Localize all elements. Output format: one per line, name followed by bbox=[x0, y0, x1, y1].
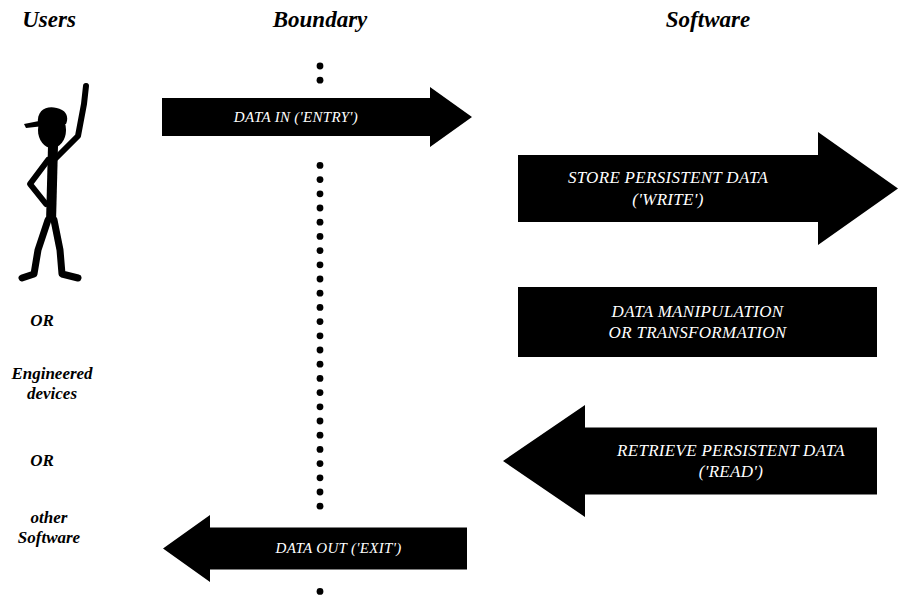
arrow-label: DATA OUT ('EXIT') bbox=[276, 539, 402, 558]
boundary-dot bbox=[317, 290, 324, 297]
actor-label: Engineered devices bbox=[4, 364, 100, 405]
boundary-dot bbox=[317, 375, 324, 382]
text-area: RETRIEVE PERSISTENT DATA ('READ') bbox=[585, 428, 877, 495]
boundary-dot bbox=[317, 261, 324, 268]
arrow-label: DATA MANIPULATION OR TRANSFORMATION bbox=[533, 301, 863, 344]
arrow-fill bbox=[503, 405, 877, 517]
boundary-dot bbox=[317, 247, 324, 254]
arrow-label: RETRIEVE PERSISTENT DATA ('READ') bbox=[593, 440, 869, 483]
boundary-dot bbox=[317, 403, 324, 410]
arrow-fill bbox=[518, 132, 898, 245]
arrow-label: DATA IN ('ENTRY') bbox=[234, 108, 358, 127]
actor-label: other Software bbox=[4, 508, 94, 549]
boundary-dot bbox=[317, 162, 324, 169]
text-area: STORE PERSISTENT DATA ('WRITE') bbox=[518, 155, 818, 222]
boundary-dot bbox=[317, 219, 324, 226]
or-label: OR bbox=[12, 451, 72, 471]
text-area: DATA IN ('ENTRY') bbox=[162, 98, 430, 136]
arrow-shape bbox=[518, 287, 877, 357]
arrow-fill bbox=[162, 87, 472, 147]
text-area: DATA MANIPULATION OR TRANSFORMATION bbox=[518, 287, 877, 357]
boundary-line bbox=[317, 63, 324, 595]
boundary-dot bbox=[317, 77, 324, 84]
entry-arrow: DATA IN ('ENTRY') bbox=[162, 87, 472, 147]
arrow-shape bbox=[518, 132, 898, 245]
or-label: OR bbox=[12, 311, 72, 331]
boundary-dot bbox=[317, 318, 324, 325]
user-figure bbox=[22, 86, 86, 278]
write-arrow: STORE PERSISTENT DATA ('WRITE') bbox=[518, 132, 898, 245]
boundary-dot bbox=[317, 588, 324, 595]
boundary-dot bbox=[317, 347, 324, 354]
text-area: DATA OUT ('EXIT') bbox=[210, 528, 467, 570]
boundary-dot bbox=[317, 63, 324, 70]
boundary-dot bbox=[317, 474, 324, 481]
boundary-dot bbox=[317, 460, 324, 467]
boundary-dot bbox=[317, 418, 324, 425]
arrow-shape bbox=[503, 405, 877, 517]
boundary-dot bbox=[317, 389, 324, 396]
boundary-dot bbox=[317, 276, 324, 283]
boundary-dot bbox=[317, 446, 324, 453]
boundary-dot bbox=[317, 332, 324, 339]
process-box: DATA MANIPULATION OR TRANSFORMATION bbox=[518, 287, 877, 357]
boundary-dot bbox=[317, 176, 324, 183]
boundary-dot bbox=[317, 233, 324, 240]
column-heading: Users bbox=[4, 6, 94, 34]
boundary-dot bbox=[317, 432, 324, 439]
boundary-dot bbox=[317, 304, 324, 311]
exit-arrow: DATA OUT ('EXIT') bbox=[163, 515, 467, 582]
column-heading: Boundary bbox=[250, 6, 390, 34]
column-heading: Software bbox=[638, 6, 778, 34]
boundary-dot bbox=[317, 205, 324, 212]
boundary-dot bbox=[317, 489, 324, 496]
read-arrow: RETRIEVE PERSISTENT DATA ('READ') bbox=[503, 405, 877, 517]
arrow-fill bbox=[518, 287, 877, 357]
boundary-dot bbox=[317, 503, 324, 510]
arrow-fill bbox=[163, 515, 467, 582]
arrow-label: STORE PERSISTENT DATA ('WRITE') bbox=[541, 167, 796, 210]
boundary-dot bbox=[317, 190, 324, 197]
boundary-dot bbox=[317, 361, 324, 368]
